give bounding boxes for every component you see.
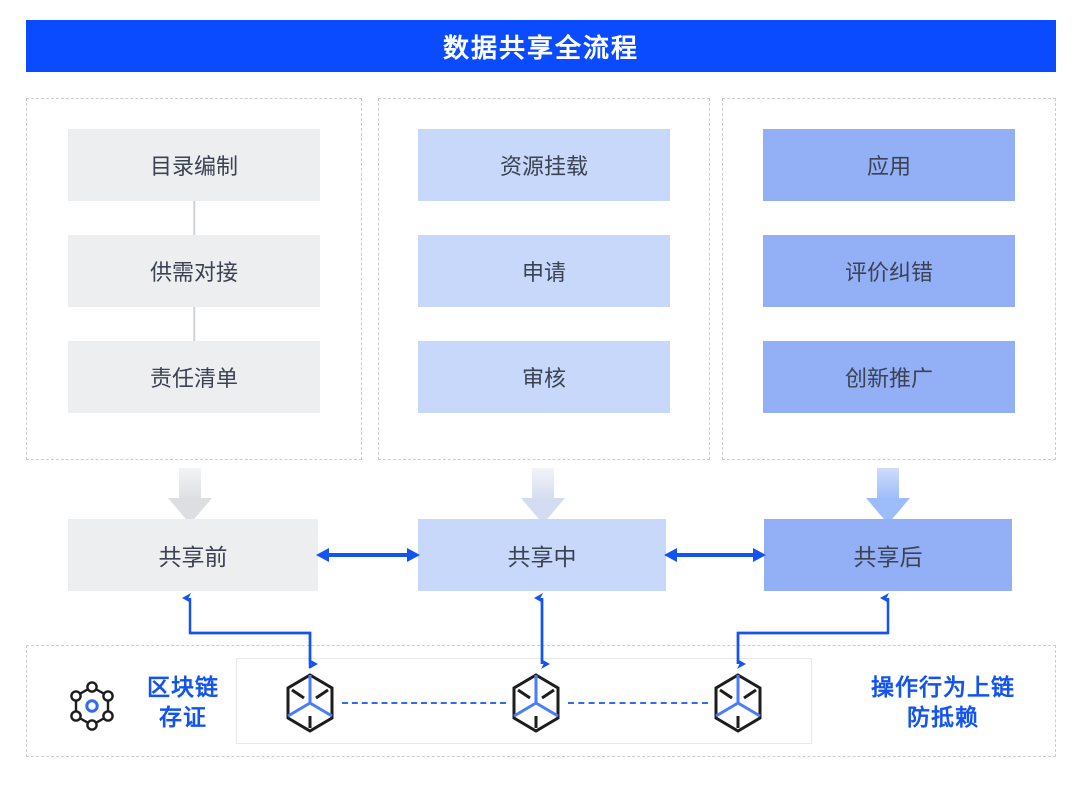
block-cube-icon xyxy=(714,673,762,733)
blockchain-network-icon xyxy=(70,681,114,731)
step-connector-line xyxy=(193,201,195,235)
step-box-review[interactable]: 审核 xyxy=(418,341,670,413)
stage-label: 共享中 xyxy=(507,544,577,570)
step-label: 申请 xyxy=(521,260,566,285)
blockchain-left-label-line1: 区块链 xyxy=(147,674,219,700)
page-title: 数据共享全流程 xyxy=(442,32,639,63)
step-box-evaluation-correction[interactable]: 评价纠错 xyxy=(763,235,1015,307)
stage-box-after-sharing[interactable]: 共享后 xyxy=(764,519,1012,591)
step-label: 责任清单 xyxy=(149,366,238,391)
blockchain-link-line xyxy=(342,702,506,704)
step-box-responsibility-list[interactable]: 责任清单 xyxy=(68,341,320,413)
stage-panel-after: 应用 评价纠错 创新推广 xyxy=(722,98,1056,460)
step-box-resource-mount[interactable]: 资源挂载 xyxy=(418,129,670,201)
step-label: 目录编制 xyxy=(149,154,238,179)
bidirectional-arrow-icon-before-during xyxy=(316,548,420,562)
stage-panel-before: 目录编制 供需对接 责任清单 xyxy=(26,98,362,460)
step-box-application[interactable]: 应用 xyxy=(763,129,1015,201)
step-label: 创新推广 xyxy=(844,366,933,391)
blockchain-right-label: 操作行为上链 防抵赖 xyxy=(848,672,1038,732)
down-arrow-icon-during xyxy=(521,468,565,524)
blockchain-right-label-line2: 防抵赖 xyxy=(907,704,979,730)
diagram-title-bar: 数据共享全流程 xyxy=(26,20,1056,72)
stage-label: 共享后 xyxy=(853,544,923,570)
step-box-apply[interactable]: 申请 xyxy=(418,235,670,307)
step-label: 资源挂载 xyxy=(499,154,588,179)
blockchain-node-track xyxy=(236,658,812,744)
step-label: 应用 xyxy=(866,154,911,179)
step-box-supply-demand[interactable]: 供需对接 xyxy=(68,235,320,307)
stage-box-before-sharing[interactable]: 共享前 xyxy=(68,519,318,591)
step-box-innovation-promotion[interactable]: 创新推广 xyxy=(763,341,1015,413)
block-cube-icon xyxy=(286,673,334,733)
block-cube-icon xyxy=(512,673,560,733)
step-connector-line xyxy=(193,307,195,341)
stage-label: 共享前 xyxy=(158,544,228,570)
step-label: 供需对接 xyxy=(149,260,238,285)
blockchain-right-label-line1: 操作行为上链 xyxy=(871,674,1015,700)
step-label: 评价纠错 xyxy=(844,260,933,285)
down-arrow-icon-after xyxy=(866,468,910,524)
stage-box-during-sharing[interactable]: 共享中 xyxy=(418,519,666,591)
step-label: 审核 xyxy=(521,366,566,391)
stage-panel-during: 资源挂载 申请 审核 xyxy=(378,98,710,460)
step-box-catalog[interactable]: 目录编制 xyxy=(68,129,320,201)
bidirectional-arrow-icon-during-after xyxy=(664,548,766,562)
blockchain-left-label-line2: 存证 xyxy=(159,704,207,730)
blockchain-link-line xyxy=(568,702,708,704)
down-arrow-icon-before xyxy=(168,468,212,524)
blockchain-left-label: 区块链 存证 xyxy=(128,672,238,732)
